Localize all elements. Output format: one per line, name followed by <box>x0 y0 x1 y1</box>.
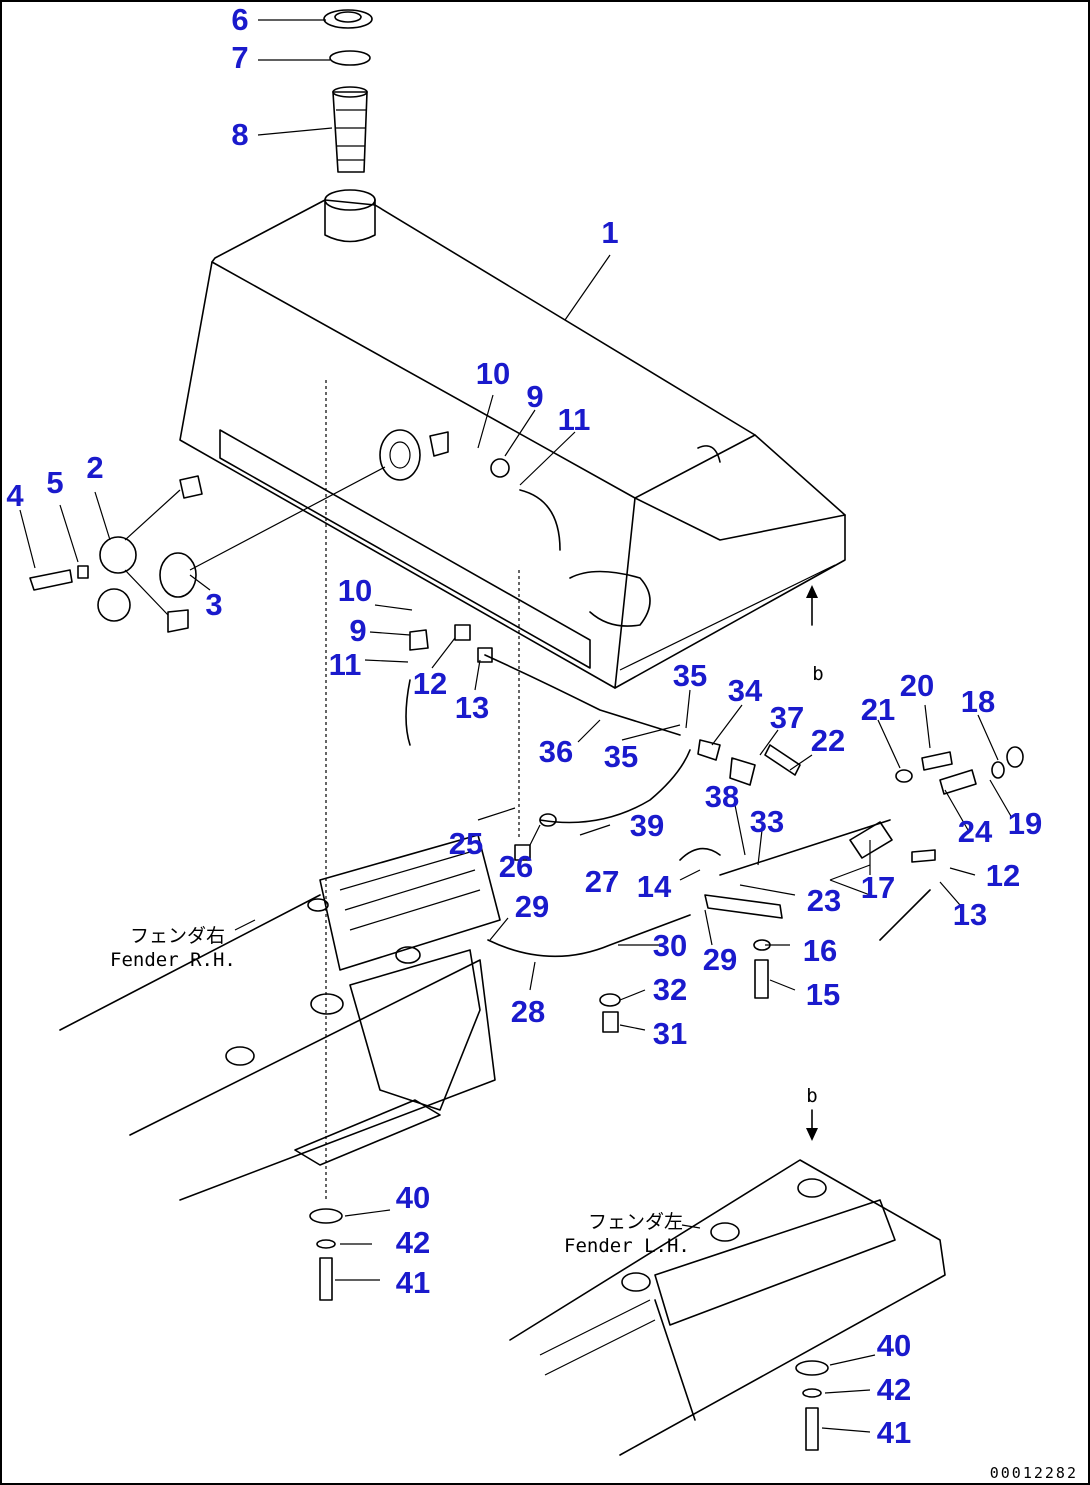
part-label-11: 11 <box>558 402 591 437</box>
part-label-42: 42 <box>396 1225 430 1260</box>
part-label-21: 21 <box>861 692 895 727</box>
part-label-13: 13 <box>455 690 489 725</box>
view-ref-bottom: b <box>806 1085 817 1107</box>
part-label-22: 22 <box>811 723 845 758</box>
part-label-26: 26 <box>499 849 533 884</box>
part-label-40: 40 <box>877 1328 911 1363</box>
fender-rh-en: Fender R.H. <box>110 949 236 971</box>
part-label-36: 36 <box>539 734 573 769</box>
part-label-39: 39 <box>630 808 664 843</box>
part-label-24: 24 <box>958 814 993 849</box>
part-label-6: 6 <box>231 2 248 37</box>
part-label-16: 16 <box>803 933 837 968</box>
part-label-23: 23 <box>807 883 841 918</box>
part-label-14: 14 <box>637 869 672 904</box>
view-arrows: b b <box>806 585 824 1141</box>
filler-cap-assembly <box>323 9 373 173</box>
part-label-31: 31 <box>653 1016 687 1051</box>
fender-rh-jp: フェンダ右 <box>130 925 225 947</box>
part-label-35: 35 <box>673 658 707 693</box>
level-gauge <box>29 466 386 633</box>
part-label-1: 1 <box>601 215 618 250</box>
part-label-9: 9 <box>526 379 543 414</box>
view-ref-top: b <box>812 663 823 685</box>
part-label-33: 33 <box>750 804 784 839</box>
part-label-18: 18 <box>961 684 995 719</box>
part-label-17: 17 <box>861 870 895 905</box>
part-label-27: 27 <box>585 864 619 899</box>
fuel-tank <box>179 189 846 689</box>
part-label-13: 13 <box>953 897 987 932</box>
part-number-labels: 6 7 8 1 10 9 11 2 4 5 3 10 9 11 12 13 35… <box>6 2 1042 1450</box>
part-label-29: 29 <box>515 889 549 924</box>
part-label-32: 32 <box>653 972 687 1007</box>
fender-notes: フェンダ右 Fender R.H. フェンダ左 Fender L.H. <box>110 925 690 1257</box>
part-label-8: 8 <box>231 117 248 152</box>
part-label-20: 20 <box>900 668 934 703</box>
part-label-5: 5 <box>46 465 63 500</box>
part-label-25: 25 <box>449 826 483 861</box>
part-label-19: 19 <box>1008 806 1042 841</box>
part-label-41: 41 <box>396 1265 430 1300</box>
part-label-4: 4 <box>6 478 24 513</box>
part-label-29: 29 <box>703 942 737 977</box>
part-label-42: 42 <box>877 1372 911 1407</box>
part-label-15: 15 <box>806 977 840 1012</box>
part-label-35: 35 <box>604 739 638 774</box>
fuel-piping <box>405 624 1024 1033</box>
part-label-30: 30 <box>653 928 687 963</box>
part-label-40: 40 <box>396 1180 430 1215</box>
part-label-10: 10 <box>476 356 510 391</box>
part-label-41: 41 <box>877 1415 911 1450</box>
leader-lines <box>19 19 1013 1433</box>
drawing-code: 00012282 <box>990 1464 1078 1482</box>
tank-mount-lh <box>509 1159 946 1456</box>
part-label-28: 28 <box>511 994 545 1029</box>
fender-lh-en: Fender L.H. <box>564 1235 690 1257</box>
fender-lh-jp: フェンダ左 <box>588 1211 683 1233</box>
part-label-10: 10 <box>338 573 372 608</box>
tank-mount-rh <box>59 380 520 1301</box>
part-label-3: 3 <box>205 587 222 622</box>
part-label-12: 12 <box>413 666 447 701</box>
part-label-9: 9 <box>349 613 366 648</box>
part-label-7: 7 <box>231 40 248 75</box>
part-label-37: 37 <box>770 700 804 735</box>
part-label-12: 12 <box>986 858 1020 893</box>
part-label-11: 11 <box>329 647 362 682</box>
part-label-34: 34 <box>728 673 763 708</box>
part-label-38: 38 <box>705 779 739 814</box>
part-label-2: 2 <box>86 450 103 485</box>
